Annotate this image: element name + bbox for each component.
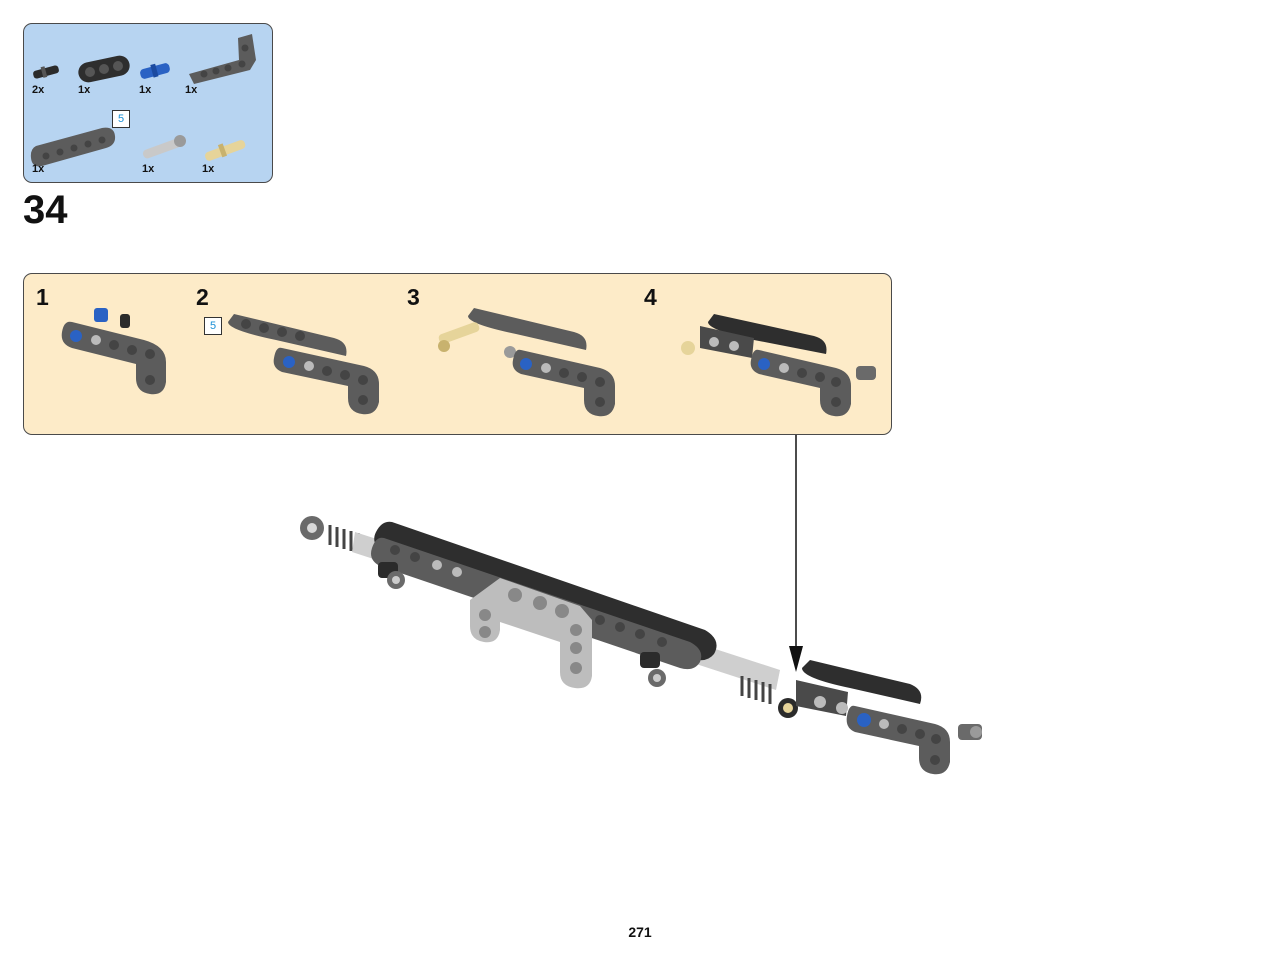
black-friction-pin-icon — [33, 65, 59, 79]
substep-panel: 1 2 5 3 4 — [23, 273, 892, 435]
parts-list-panel: 2x 1x 1x 1x 5 1x 1x 1x — [23, 23, 273, 183]
beam-length-badge: 5 — [112, 110, 130, 128]
part-count: 1x — [185, 84, 198, 96]
substep-illustrations — [61, 308, 876, 417]
substep-number: 3 — [407, 284, 420, 310]
part-count: 1x — [32, 163, 45, 175]
beam-length-badge: 5 — [204, 317, 222, 335]
thick-beam-black-icon — [78, 55, 130, 83]
part-count: 1x — [142, 163, 155, 175]
blue-axle-pin-icon — [140, 63, 170, 79]
substep-number: 2 — [196, 284, 209, 310]
light-gray-pin-icon — [142, 135, 186, 159]
part-count: 1x — [139, 84, 152, 96]
substep-4-assembly — [681, 314, 876, 417]
page-number: 271 — [628, 924, 652, 940]
tan-axle-pin-icon — [205, 140, 246, 161]
part-count: 1x — [78, 84, 91, 96]
beam-5-icon — [30, 127, 116, 167]
angled-beam-icon — [189, 34, 256, 84]
part-count: 2x — [32, 84, 45, 96]
part-count: 1x — [202, 163, 215, 175]
substep-number: 4 — [644, 284, 657, 310]
substep-1-assembly — [61, 308, 166, 395]
substep-number: 1 — [36, 284, 49, 310]
step-number: 34 — [23, 188, 68, 232]
substep-3-assembly — [438, 308, 615, 417]
parts-illustrations — [30, 34, 256, 167]
substep-2-assembly — [228, 314, 379, 415]
